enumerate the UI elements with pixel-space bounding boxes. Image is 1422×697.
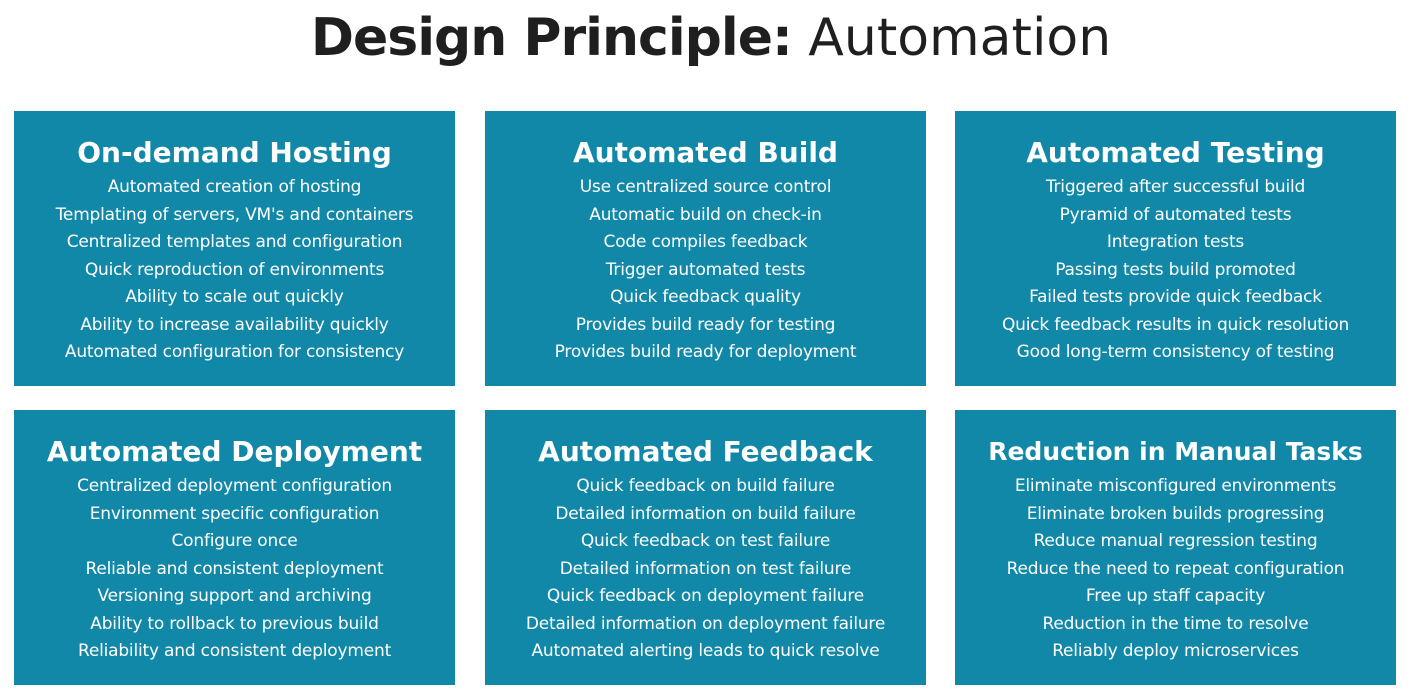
list-item: Centralized templates and configuration bbox=[66, 232, 403, 252]
list-item: Reliability and consistent deployment bbox=[77, 641, 392, 661]
card-heading: Reduction in Manual Tasks bbox=[988, 437, 1363, 466]
card-reduction-in-manual-tasks: Reduction in Manual Tasks Eliminate misc… bbox=[955, 410, 1396, 685]
list-item: Versioning support and archiving bbox=[97, 586, 372, 606]
list-item: Detailed information on test failure bbox=[559, 558, 852, 579]
list-item: Quick feedback results in quick resoluti… bbox=[1001, 314, 1350, 335]
list-item: Use centralized source control bbox=[579, 177, 832, 197]
list-item: Reduction in the time to resolve bbox=[1042, 613, 1309, 634]
card-heading: Automated Testing bbox=[1026, 136, 1325, 169]
card-heading: Automated Deployment bbox=[46, 435, 423, 468]
card-automated-feedback: Automated Feedback Quick feedback on bui… bbox=[485, 410, 926, 685]
list-item: Failed tests provide quick feedback bbox=[1029, 287, 1322, 307]
list-item: Passing tests build promoted bbox=[1055, 259, 1296, 280]
title-light: Automation bbox=[808, 8, 1112, 68]
card-item-list: Use centralized source control Automatic… bbox=[485, 174, 926, 367]
list-item: Triggered after successful build bbox=[1045, 177, 1306, 197]
card-on-demand-hosting: On-demand Hosting Automated creation of … bbox=[14, 111, 455, 386]
card-item-list: Centralized deployment configuration Env… bbox=[14, 473, 455, 666]
card-heading: Automated Feedback bbox=[538, 435, 873, 468]
list-item: Configure once bbox=[171, 531, 298, 551]
list-item: Detailed information on deployment failu… bbox=[525, 613, 886, 634]
card-automated-build: Automated Build Use centralized source c… bbox=[485, 111, 926, 386]
list-item: Templating of servers, VM's and containe… bbox=[55, 204, 414, 225]
list-item: Automatic build on check-in bbox=[589, 204, 822, 225]
list-item: Centralized deployment configuration bbox=[77, 476, 392, 496]
list-item: Quick feedback quality bbox=[610, 287, 801, 307]
list-item: Good long-term consistency of testing bbox=[1016, 342, 1335, 362]
list-item: Ability to rollback to previous build bbox=[90, 613, 379, 634]
card-item-list: Quick feedback on build failure Detailed… bbox=[485, 473, 926, 666]
list-item: Free up staff capacity bbox=[1085, 586, 1266, 606]
list-item: Provides build ready for deployment bbox=[554, 342, 857, 362]
title-bold: Design Principle: bbox=[310, 8, 793, 68]
list-item: Reduce the need to repeat configuration bbox=[1006, 558, 1345, 579]
list-item: Integration tests bbox=[1106, 232, 1245, 252]
list-item: Environment specific configuration bbox=[89, 503, 380, 524]
list-item: Ability to scale out quickly bbox=[125, 287, 344, 307]
list-item: Provides build ready for testing bbox=[575, 314, 836, 335]
list-item: Pyramid of automated tests bbox=[1059, 204, 1292, 225]
list-item: Reduce manual regression testing bbox=[1033, 531, 1318, 551]
list-item: Quick feedback on build failure bbox=[576, 476, 835, 496]
list-item: Eliminate broken builds progressing bbox=[1026, 503, 1325, 524]
list-item: Automated alerting leads to quick resolv… bbox=[531, 641, 880, 661]
list-item: Code compiles feedback bbox=[603, 232, 808, 252]
list-item: Automated configuration for consistency bbox=[64, 342, 405, 362]
page-title: Design Principle: Automation bbox=[0, 2, 1422, 74]
list-item: Trigger automated tests bbox=[605, 259, 806, 280]
card-automated-testing: Automated Testing Triggered after succes… bbox=[955, 111, 1396, 386]
card-automated-deployment: Automated Deployment Centralized deploym… bbox=[14, 410, 455, 685]
list-item: Eliminate misconfigured environments bbox=[1014, 476, 1337, 496]
list-item: Detailed information on build failure bbox=[555, 503, 856, 524]
card-item-list: Eliminate misconfigured environments Eli… bbox=[955, 473, 1396, 666]
card-heading: On-demand Hosting bbox=[77, 136, 392, 169]
list-item: Ability to increase availability quickly bbox=[80, 314, 389, 335]
card-item-list: Automated creation of hosting Templating… bbox=[14, 174, 455, 367]
list-item: Quick feedback on test failure bbox=[580, 531, 831, 551]
card-heading: Automated Build bbox=[573, 136, 838, 169]
list-item: Quick reproduction of environments bbox=[84, 259, 385, 280]
card-item-list: Triggered after successful build Pyramid… bbox=[955, 174, 1396, 367]
list-item: Reliable and consistent deployment bbox=[85, 558, 384, 579]
list-item: Quick feedback on deployment failure bbox=[546, 586, 865, 606]
list-item: Reliably deploy microservices bbox=[1052, 641, 1299, 661]
list-item: Automated creation of hosting bbox=[107, 177, 362, 197]
